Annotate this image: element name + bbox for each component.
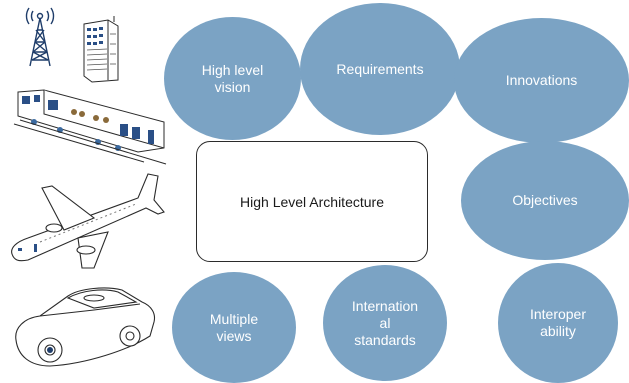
train-icon xyxy=(13,89,167,165)
high-level-vision-bubble: High level vision xyxy=(164,17,301,140)
interoperability-bubble: Interoper ability xyxy=(498,263,618,383)
multiple-views-bubble: Multiple views xyxy=(172,272,296,383)
requirements-bubble: Requirements xyxy=(300,3,460,135)
international-standards-bubble: Internation al standards xyxy=(323,265,447,381)
office-building-icon xyxy=(83,16,119,83)
radio-tower-icon xyxy=(25,7,55,67)
objectives-bubble: Objectives xyxy=(461,141,629,260)
airplane-icon xyxy=(11,173,165,269)
innovations-bubble: Innovations xyxy=(454,18,629,143)
car-icon xyxy=(15,287,156,367)
high-level-architecture-box: High Level Architecture xyxy=(196,141,428,262)
